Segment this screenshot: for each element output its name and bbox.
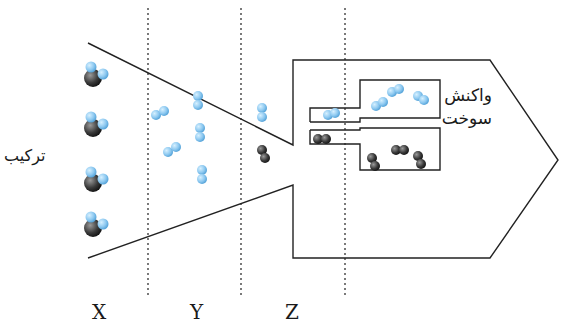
atom bbox=[193, 91, 203, 101]
atom bbox=[98, 69, 109, 80]
atom bbox=[98, 119, 109, 130]
atom bbox=[86, 62, 97, 73]
section-letter: X bbox=[92, 300, 106, 324]
atom bbox=[193, 100, 203, 110]
atom bbox=[370, 161, 380, 171]
atom bbox=[419, 95, 429, 105]
atom bbox=[86, 167, 97, 178]
atom bbox=[394, 84, 404, 94]
atom bbox=[86, 212, 97, 223]
atom bbox=[330, 108, 340, 118]
molecules bbox=[84, 62, 429, 238]
atom bbox=[399, 145, 409, 155]
atom bbox=[197, 165, 207, 175]
atom bbox=[378, 97, 388, 107]
atom bbox=[416, 159, 426, 169]
atom bbox=[98, 219, 109, 230]
section-divider bbox=[148, 8, 345, 298]
atom bbox=[86, 112, 97, 123]
section-letter: Z bbox=[285, 300, 299, 324]
section-letter: Y bbox=[190, 300, 203, 324]
atom bbox=[159, 106, 169, 116]
atom bbox=[321, 134, 331, 144]
atom bbox=[260, 153, 270, 163]
atom bbox=[195, 123, 205, 133]
atom bbox=[257, 112, 267, 122]
product-label: ترکیب bbox=[4, 146, 45, 165]
atom bbox=[195, 132, 205, 142]
reaction-label: واکنش سوخت bbox=[436, 84, 492, 130]
atom bbox=[98, 174, 109, 185]
rocket-outline bbox=[88, 43, 558, 258]
atom bbox=[257, 103, 267, 113]
atom bbox=[197, 174, 207, 184]
atom bbox=[171, 142, 181, 152]
